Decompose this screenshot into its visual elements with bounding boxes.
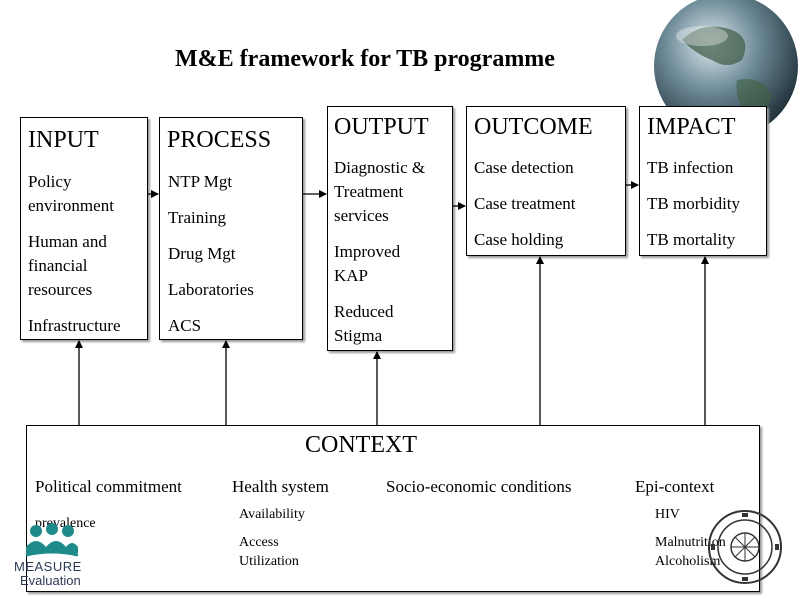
process-box <box>159 117 303 340</box>
context-alcoholism: Alcoholism <box>655 554 721 569</box>
context-health-system: Health system <box>232 477 329 496</box>
context-utilization: Utilization <box>239 554 299 569</box>
context-box <box>26 425 760 592</box>
process-item-drug: Drug Mgt <box>168 244 236 263</box>
input-header: INPUT <box>28 127 99 153</box>
page-title: M&E framework for TB programme <box>175 46 555 72</box>
outcome-item-treatment: Case treatment <box>474 194 576 213</box>
globe-icon <box>654 0 798 138</box>
context-availability: Availability <box>239 507 305 522</box>
input-box <box>20 117 148 340</box>
context-political: Political commitment <box>35 477 182 496</box>
outcome-box <box>466 106 626 256</box>
output-item-services: Diagnostic & Treatment services <box>334 158 426 225</box>
outcome-header: OUTCOME <box>474 114 593 140</box>
context-epi: Epi-context <box>635 477 715 496</box>
outcome-item-holding: Case holding <box>474 230 564 249</box>
output-item-kap: Improved KAP <box>334 242 401 285</box>
outcome-item-detection: Case detection <box>474 158 574 177</box>
process-item-acs: ACS <box>168 316 202 335</box>
process-item-training: Training <box>168 208 226 227</box>
impact-box <box>639 106 767 256</box>
impact-item-morbidity: TB morbidity <box>647 194 741 213</box>
impact-item-infection: TB infection <box>647 158 734 177</box>
impact-header: IMPACT <box>647 114 736 140</box>
process-header: PROCESS <box>167 127 272 153</box>
input-item-resources: Human and financial resources <box>28 232 107 299</box>
measure-logo-icon <box>25 523 79 557</box>
input-item-infrastructure: Infrastructure <box>28 316 121 335</box>
input-item-policy: Policy environment <box>28 172 114 215</box>
impact-item-mortality: TB mortality <box>647 230 736 249</box>
context-header: CONTEXT <box>305 432 417 458</box>
output-box <box>327 106 453 351</box>
output-header: OUTPUT <box>334 114 429 140</box>
process-item-labs: Laboratories <box>168 280 254 299</box>
measure-logo: MEASURE Evaluation <box>14 515 84 591</box>
measure-logo-line1: MEASURE <box>14 559 82 574</box>
institution-seal-icon <box>708 510 782 584</box>
context-socio-economic: Socio-economic conditions <box>386 477 572 496</box>
output-item-stigma: Reduced Stigma <box>334 302 394 345</box>
measure-logo-line2: Evaluation <box>20 573 81 588</box>
context-access: Access <box>239 535 279 550</box>
context-hiv: HIV <box>655 507 680 522</box>
process-item-ntp: NTP Mgt <box>168 172 233 191</box>
